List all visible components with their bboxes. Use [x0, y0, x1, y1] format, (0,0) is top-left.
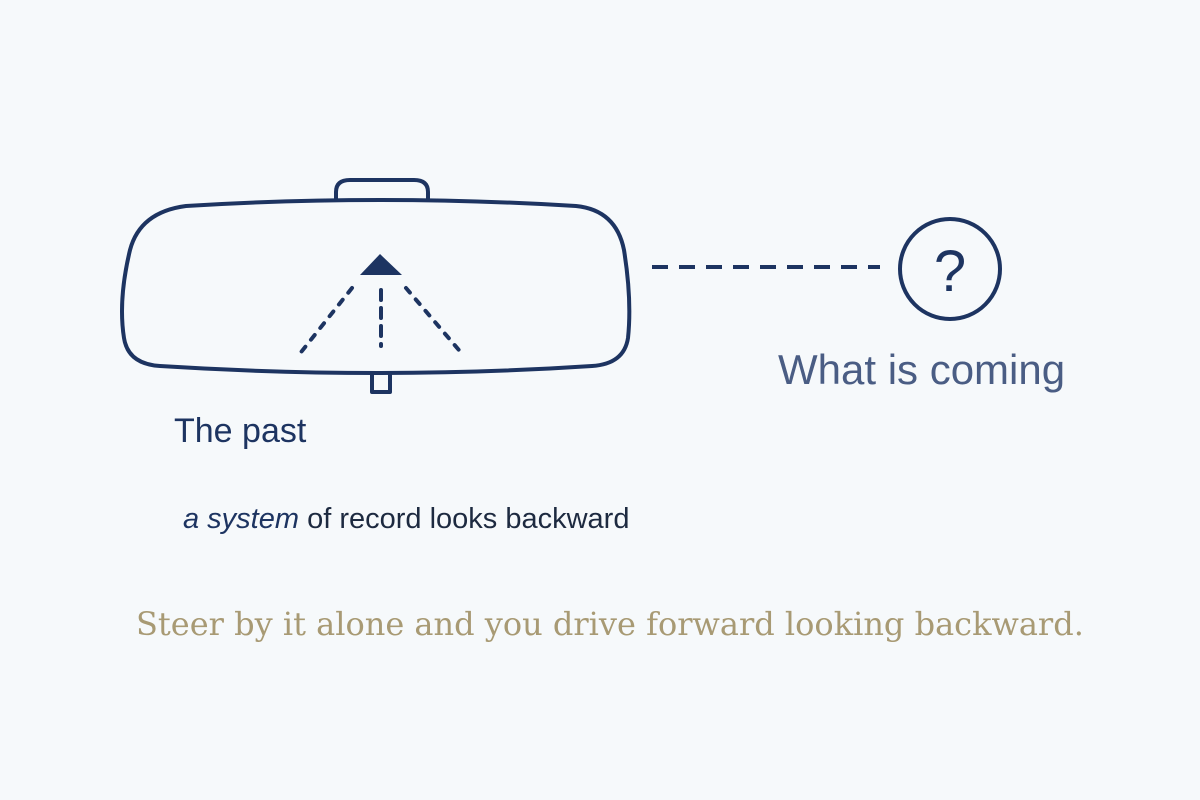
caption-emphasis: a system [183, 503, 300, 535]
mirror-mount-tab [334, 178, 430, 200]
question-circle [898, 217, 1002, 321]
question-circle-icon: ? [898, 217, 1002, 321]
tagline: Steer by it alone and you drive forward … [136, 605, 1084, 643]
mirror-stem [370, 374, 392, 394]
rearview-mirror-icon [120, 198, 632, 375]
road-left-edge [296, 286, 354, 358]
horizon-triangle [360, 254, 402, 275]
road-right-edge [404, 286, 466, 358]
caption: a system of record looks backward [183, 503, 629, 536]
coming-label: What is coming [778, 346, 1066, 393]
road-perspective-icon [296, 254, 466, 358]
question-mark: ? [934, 239, 966, 304]
past-label: The past [174, 412, 307, 450]
caption-rest: of record looks backward [299, 503, 630, 535]
